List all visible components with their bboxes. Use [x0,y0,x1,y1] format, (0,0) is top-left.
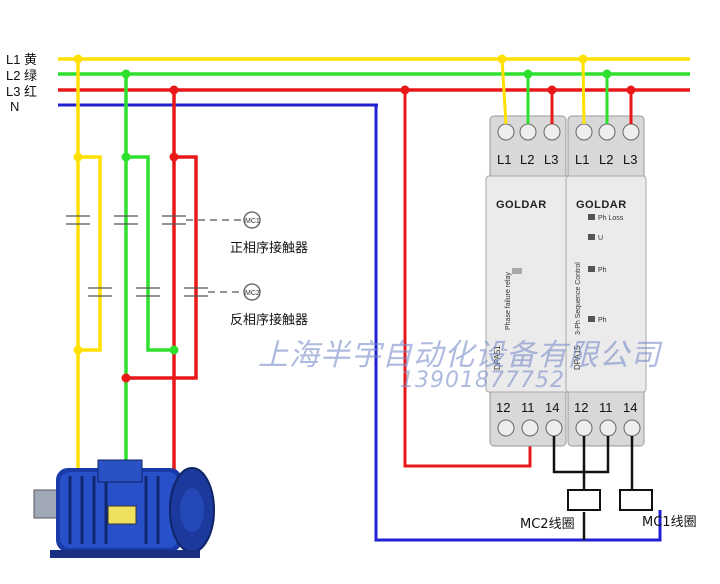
relay-right-output-11: 11 [599,400,613,415]
bus-label-l1-id: L1 [6,52,20,67]
relay-right-indicator-ph-2: Ph [598,317,607,324]
relay-left-model: DPA51 [493,345,502,370]
reverse-contactor-tag: MC2 [245,290,260,297]
reverse-l1-wire [78,155,102,352]
relay-left-output-12: 12 [496,400,510,415]
motor-icon [33,459,215,558]
mc1-coil [619,489,653,511]
relay-right-input-l1: L1 [575,152,589,167]
forward-contactor-symbol [66,211,261,229]
relay-left-input-l2: L2 [520,152,534,167]
relay-right-indicator-u: U [598,235,603,242]
relay-left-output-14: 14 [545,400,559,415]
mc1-coil-label: MC1线圈 [642,515,697,530]
mc2-coil [567,489,601,511]
relay-right-indicator-ph-1: Ph [598,267,607,274]
forward-contactor-tag: MC1 [245,218,260,225]
junction-dots [73,54,636,383]
mc2-coil-label: MC2线圈 [520,517,575,532]
forward-contactor-label: 正相序接触器 [230,240,308,256]
reverse-contactor-symbol [88,283,261,301]
reverse-l3-wire [126,155,198,380]
watermark-phone: 13901877752 [400,368,565,393]
relay-input-wires [500,58,633,125]
relay-left-desc: Phase failure relay [505,272,512,330]
relay-right-input-l2: L2 [599,152,613,167]
bus-label-l2-color: 绿 [24,69,37,84]
relay-left-output-11: 11 [521,400,535,415]
relay-right-housing [565,115,647,447]
relay-output-wires [552,436,634,540]
relay-right-output-12: 12 [574,400,588,415]
bus-label-l1-color: 黄 [24,53,37,68]
l3-tap-wire [403,90,532,468]
bus-label-l3-color: 红 [24,84,37,100]
relay-left-input-l1: L1 [497,152,511,167]
neutral-wire [374,105,662,542]
reverse-l2-wire [126,155,174,352]
relay-left-brand: GOLDAR [496,199,547,211]
relay-right-brand: GOLDAR [576,199,627,211]
reverse-contactor-label: 反相序接触器 [230,312,308,328]
relay-left-input-l3: L3 [544,152,558,167]
watermark-company: 上海半宇自动化设备有限公司 [258,338,661,373]
relay-right-model: DPA15 [573,345,582,370]
relay-right-desc: 3-Ph Sequence Control [575,262,582,335]
relay-right-input-l3: L3 [623,152,637,167]
bus-label-l2-id: L2 [6,68,20,83]
relay-right-output-14: 14 [623,400,637,415]
relay-right-indicator-ph-loss: Ph Loss [598,215,624,222]
bus-label-l3-id: L3 [6,84,20,99]
bus-label-n-id: N [10,99,19,114]
